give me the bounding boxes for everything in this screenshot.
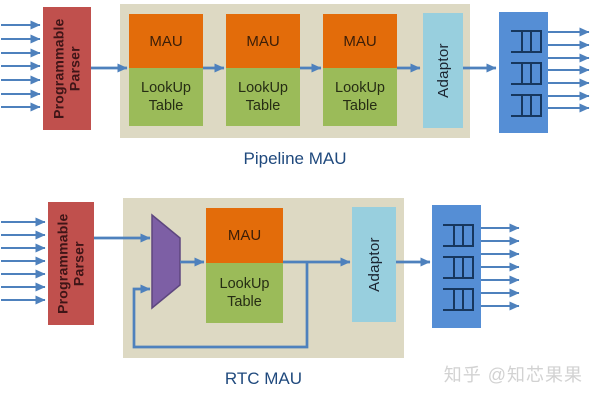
programmable-parser-box: Programmable Parser: [48, 202, 94, 325]
mau-stage-rtc: MAU LookUp Table: [206, 208, 283, 323]
rtc-input-arrows: [1, 217, 46, 305]
lookup-table-label: LookUp Table: [335, 79, 385, 114]
mau-stage-2: MAU LookUp Table: [226, 14, 300, 126]
mau-label: MAU: [227, 227, 262, 244]
queue-icon: [443, 224, 474, 247]
output-queues-box: [432, 205, 481, 328]
lookup-table-label: LookUp Table: [219, 275, 270, 310]
mau-label: MAU: [343, 32, 377, 50]
programmable-parser-label: Programmable Parser: [54, 213, 86, 314]
rtc-diagram-title: RTC MAU: [224, 369, 303, 388]
output-queues-box: [499, 12, 548, 133]
mau-stage-1: MAU LookUp Table: [129, 14, 203, 126]
pipeline-diagram-title: Pipeline MAU: [243, 149, 347, 168]
mau-box: MAU: [226, 14, 300, 68]
pipeline-input-arrows: [1, 20, 41, 112]
lookup-table-label: LookUp Table: [141, 79, 191, 114]
lookup-table-box: LookUp Table: [323, 68, 397, 126]
mau-label: MAU: [149, 32, 183, 50]
adaptor-box: Adaptor: [423, 13, 463, 128]
adaptor-label: Adaptor: [365, 237, 383, 292]
queue-icon: [443, 256, 474, 279]
queue-icon: [511, 30, 542, 53]
watermark: 知乎 @知芯果果: [443, 365, 583, 385]
mau-box: MAU: [323, 14, 397, 68]
lookup-table-box: LookUp Table: [226, 68, 300, 126]
programmable-parser-label: Programmable Parser: [50, 18, 82, 119]
rtc-output-arrows: [481, 223, 520, 311]
queue-icon: [511, 62, 542, 85]
queue-icon: [443, 288, 474, 311]
lookup-table-label: LookUp Table: [238, 79, 288, 114]
lookup-table-box: LookUp Table: [206, 263, 283, 323]
programmable-parser-box: Programmable Parser: [43, 7, 91, 130]
pipeline-output-arrows: [548, 27, 590, 113]
adaptor-box: Adaptor: [352, 207, 396, 322]
mau-stage-3: MAU LookUp Table: [323, 14, 397, 126]
lookup-table-box: LookUp Table: [129, 68, 203, 126]
mau-box: MAU: [129, 14, 203, 68]
mau-box: MAU: [206, 208, 283, 263]
queue-icon: [511, 94, 542, 117]
adaptor-label: Adaptor: [434, 43, 452, 98]
mau-label: MAU: [246, 32, 280, 50]
